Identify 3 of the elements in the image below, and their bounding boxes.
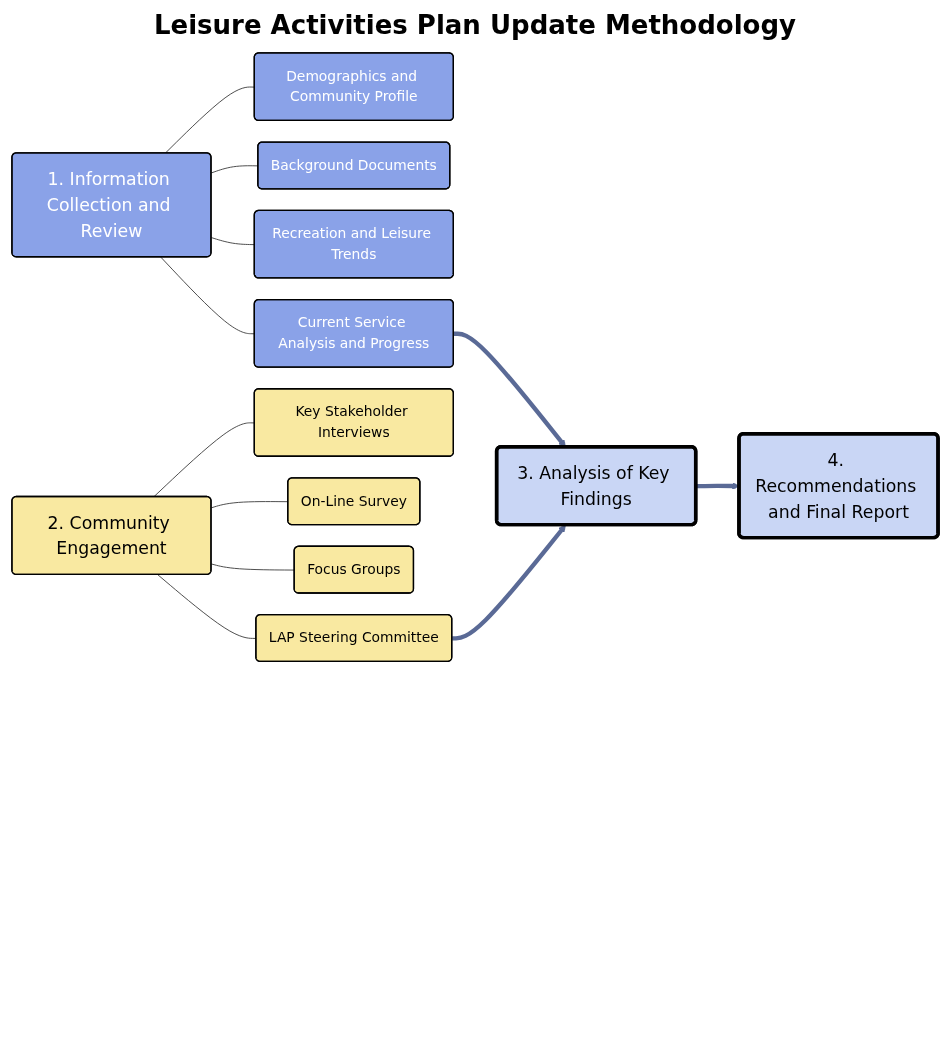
arrow bbox=[696, 482, 740, 490]
arrow bbox=[452, 524, 566, 641]
diagram-title: Leisure Activities Plan Update Methodology bbox=[153, 10, 797, 40]
